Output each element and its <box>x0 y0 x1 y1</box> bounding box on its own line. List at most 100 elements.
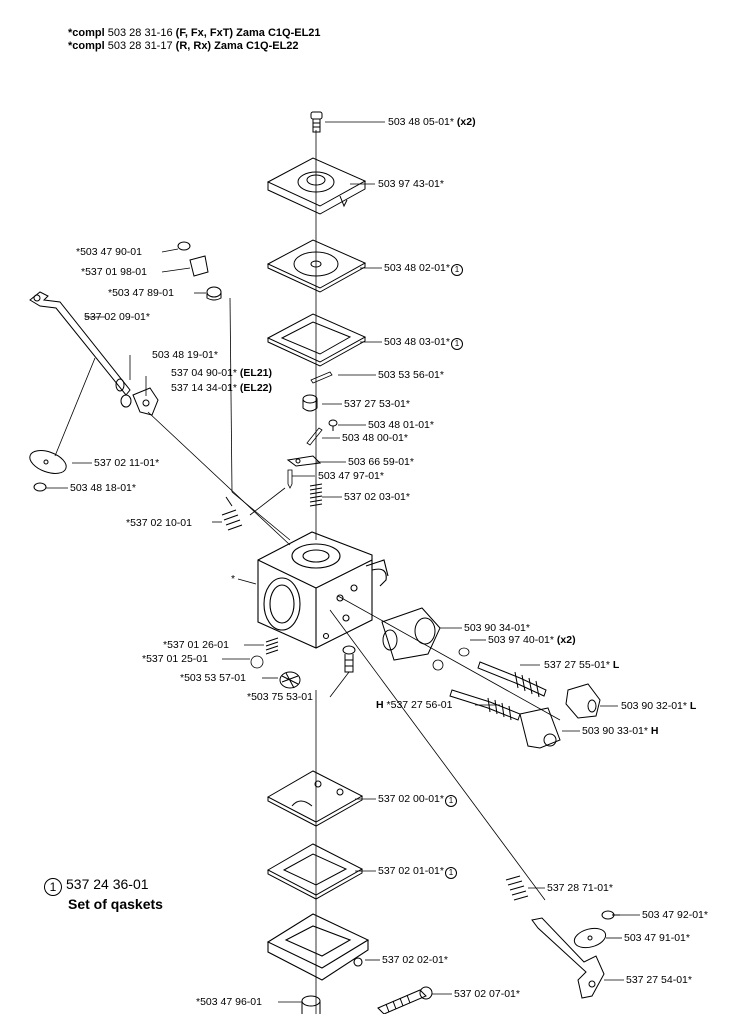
carburettor-body <box>257 531 389 649</box>
label-p09: 503 66 59-01* <box>348 456 414 468</box>
label-p41: 537 02 07-01* <box>454 988 520 1000</box>
idle-screw <box>342 645 356 673</box>
label-p32: *503 75 53-01 <box>247 691 313 703</box>
label-p35: 537 28 71-01* <box>547 882 613 894</box>
label-p08: 503 48 00-01* <box>342 432 408 444</box>
adjust-axis <box>337 595 561 721</box>
header-number-2: 503 28 31-17 <box>107 40 173 52</box>
label-p17: 537 04 90-01* (EL21) <box>171 367 272 379</box>
inlet-needle-valve <box>302 394 318 412</box>
leader-shaft-plate <box>54 357 96 457</box>
label-p40: *503 47 96-01 <box>196 996 262 1008</box>
legend-number: 537 24 36-01 <box>66 876 149 892</box>
label-p24: 503 97 40-01* (x2) <box>488 634 576 646</box>
needle-pin <box>310 371 333 384</box>
filter-screen <box>279 671 301 689</box>
throttle-spring <box>221 496 243 531</box>
upper-screw-small <box>177 241 191 251</box>
label-p39: 537 27 54-01* <box>626 974 692 986</box>
label-p04: 503 48 03-01*1 <box>384 336 463 350</box>
label-p07: 503 48 01-01* <box>368 419 434 431</box>
legend-description: Set of qaskets <box>68 896 163 912</box>
label-p12: *503 47 90-01 <box>76 246 142 258</box>
limiter-cap-housing <box>381 607 441 661</box>
small-screw <box>328 419 338 431</box>
label-p11: 537 02 03-01* <box>344 491 410 503</box>
control-lever <box>286 455 322 467</box>
label-p06: 537 27 53-01* <box>344 398 410 410</box>
label-p13: *537 01 98-01 <box>81 266 147 278</box>
label-p36: 503 47 92-01* <box>642 909 708 921</box>
legend-symbol: 1 <box>44 878 62 896</box>
o-ring <box>458 647 470 657</box>
low-speed-needle <box>477 661 547 698</box>
link-plate <box>573 927 607 949</box>
label-p23: 503 90 34-01* <box>464 622 530 634</box>
label-p03: 503 48 02-01*1 <box>384 262 463 276</box>
label-p22: * <box>231 573 236 585</box>
label-p15: 537 02 09-01* <box>84 311 150 323</box>
pump-gasket <box>266 313 367 367</box>
label-p30: *537 01 25-01 <box>142 653 208 665</box>
link-screw <box>601 910 620 920</box>
header-suffix-1: (F, Fx, FxT) Zama C1Q-EL21 <box>175 27 321 39</box>
pump-diaphragm <box>266 239 367 293</box>
check-ball <box>250 655 264 669</box>
cover-screw <box>301 995 321 1014</box>
throttle-shaft-assembly <box>29 291 131 396</box>
label-p37: 503 47 91-01* <box>624 932 690 944</box>
pump-cover <box>266 157 367 215</box>
leader-p32 <box>329 671 350 698</box>
bushing-axis <box>229 297 233 493</box>
metering-diaphragm <box>266 770 364 827</box>
link-axis <box>329 609 546 901</box>
lever-bushing <box>115 378 132 408</box>
label-p14: *503 47 89-01 <box>108 287 174 299</box>
header-prefix-1: *compl <box>68 27 105 39</box>
shaft-pin <box>306 427 323 446</box>
bushing-sleeve <box>206 286 222 301</box>
leader-p22 <box>237 578 257 585</box>
metering-gasket <box>266 843 364 900</box>
label-p19: 537 02 11-01* <box>94 457 160 469</box>
label-p27: H *537 27 56-01 <box>376 699 453 711</box>
spring-axis <box>249 487 286 516</box>
header-line-1: *compl 503 28 31-16 (F, Fx, FxT) Zama C1… <box>68 27 321 40</box>
high-limiter-cap <box>519 707 561 749</box>
header-line-2: *compl 503 28 31-17 (R, Rx) Zama C1Q-EL2… <box>68 40 299 53</box>
label-p29: *537 01 26-01 <box>163 639 229 651</box>
o-ring-2 <box>432 659 444 671</box>
leader-p13 <box>161 267 191 273</box>
header-number-1: 503 28 31-16 <box>107 27 173 39</box>
label-p18: 537 14 34-01* (EL22) <box>171 382 272 394</box>
label-p34: 537 02 01-01*1 <box>378 865 457 879</box>
label-p20: 503 48 18-01* <box>70 482 136 494</box>
label-p25: 537 27 55-01* L <box>544 659 620 671</box>
label-p05: 503 53 56-01* <box>378 369 444 381</box>
label-p31: *503 53 57-01 <box>180 672 246 684</box>
metering-cover <box>266 913 370 981</box>
header-prefix-2: *compl <box>68 40 105 52</box>
label-p16: 503 48 19-01* <box>152 349 218 361</box>
label-p28: 503 90 33-01* H <box>582 725 659 737</box>
label-p10: 503 47 97-01* <box>318 470 384 482</box>
label-p21: *537 02 10-01 <box>126 517 192 529</box>
plate-screw <box>33 482 47 492</box>
metering-spring <box>309 483 323 507</box>
top-screw <box>310 111 323 133</box>
throttle-link-line <box>147 411 291 546</box>
needle-valve <box>287 469 293 489</box>
choke-plate <box>29 450 67 474</box>
link-spring <box>505 875 529 901</box>
label-p02: 503 97 43-01* <box>378 178 444 190</box>
low-limiter-cap <box>565 683 601 719</box>
label-p01: 503 48 05-01* (x2) <box>388 116 476 128</box>
throttle-lever <box>132 387 159 416</box>
choke-lever <box>531 917 605 999</box>
label-p38: 537 02 02-01* <box>382 954 448 966</box>
label-p33: 537 02 00-01*1 <box>378 793 457 807</box>
